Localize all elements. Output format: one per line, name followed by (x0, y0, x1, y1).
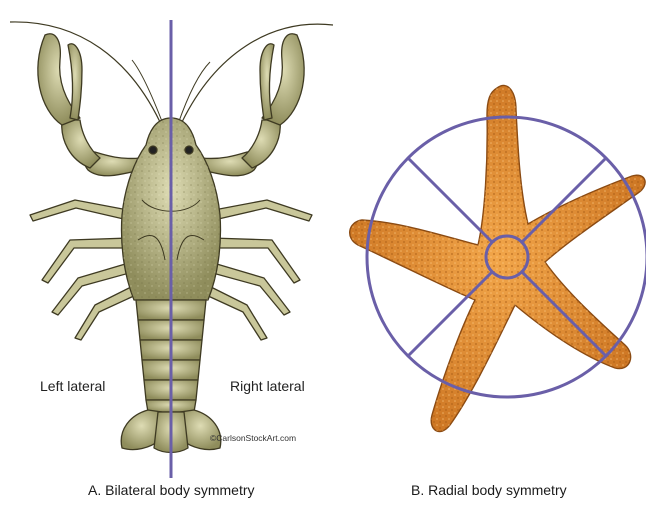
legs-right (206, 200, 312, 340)
antenna-left (10, 22, 160, 122)
starfish-illustration (350, 85, 645, 431)
eye-right (185, 146, 193, 154)
legs-left (30, 200, 136, 340)
caption-radial: B. Radial body symmetry (411, 482, 567, 498)
right-lateral-label: Right lateral (230, 378, 305, 394)
eye-left (149, 146, 157, 154)
caption-bilateral: A. Bilateral body symmetry (88, 482, 255, 498)
antenna-right (182, 24, 333, 122)
claw-left (38, 34, 140, 176)
left-lateral-label: Left lateral (40, 378, 105, 394)
copyright-credit: ©CarlsonStockArt.com (210, 433, 296, 443)
claw-right (202, 34, 304, 176)
